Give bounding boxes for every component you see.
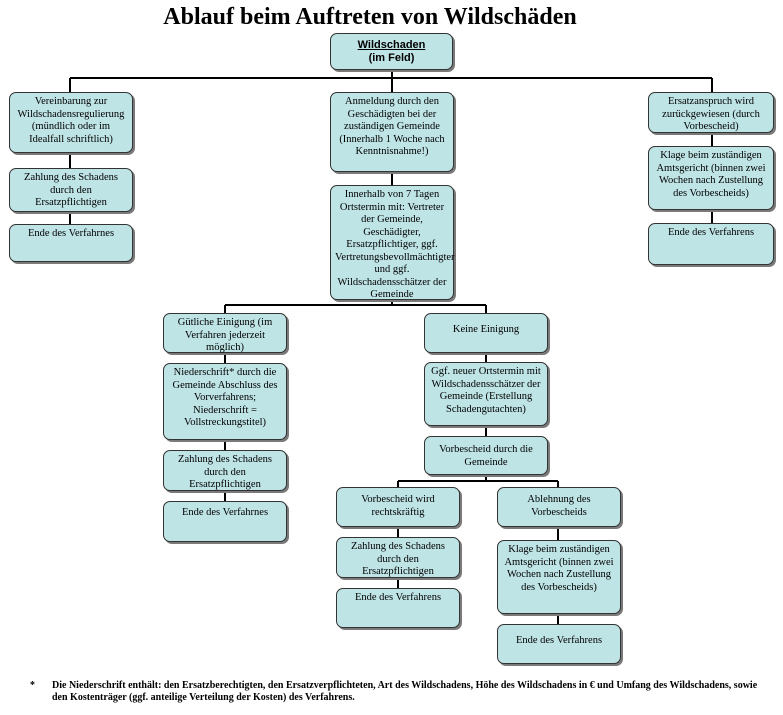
box-ende-links: Ende des Verfahrnes xyxy=(9,224,133,262)
footnote-marker: * xyxy=(30,680,35,691)
box-ende-rechts: Ende des Verfahrens xyxy=(648,223,774,265)
box-klage-rechts: Klage beim zuständigen Amtsgericht (binn… xyxy=(648,146,774,210)
box-vereinbarung: Vereinbarung zur Wildschadensregulierung… xyxy=(9,92,133,153)
box-wildschaden-subtitle: (im Feld) xyxy=(368,52,415,64)
box-wildschaden: Wildschaden (im Feld) xyxy=(330,33,453,70)
box-keine-einigung: Keine Einigung xyxy=(424,313,548,353)
box-ende-unten: Ende des Verfahrens xyxy=(336,588,460,628)
box-guetliche-einigung: Gütliche Einigung (im Verfahren jederzei… xyxy=(163,313,287,353)
box-ortstermin: Innerhalb von 7 Tagen Ortstermin mit: Ve… xyxy=(330,185,455,300)
box-ende-unten-rechts: Ende des Verfahrens xyxy=(497,624,621,664)
box-ablehnung: Ablehnung des Vorbescheids xyxy=(497,487,621,527)
box-zahlung-unten: Zahlung des Schadens durch den Ersatzpfl… xyxy=(336,537,460,578)
box-anmeldung: Anmeldung durch den Geschädigten bei der… xyxy=(330,92,454,172)
box-zahlung-mitte: Zahlung des Schadens durch den Ersatzpfl… xyxy=(163,450,287,491)
box-zahlung-links: Zahlung des Schadens durch den Ersatzpfl… xyxy=(9,168,133,212)
diagram-title: Ablauf beim Auftreten von Wildschäden xyxy=(163,4,577,30)
box-ende-mitte: Ende des Verfahrnes xyxy=(163,501,287,542)
box-ersatzanspruch: Ersatzanspruch wird zurückgewiesen (durc… xyxy=(648,92,774,133)
box-neuer-ortstermin: Ggf. neuer Ortstermin mit Wildschadenssc… xyxy=(424,362,548,426)
box-klage-unten: Klage beim zuständigen Amtsgericht (binn… xyxy=(497,540,621,614)
box-vorbescheid: Vorbescheid durch die Gemeinde xyxy=(424,436,548,475)
footnote-text: Die Niederschrift enthält: den Ersatzber… xyxy=(52,680,758,703)
box-vorbescheid-rechtskraeftig: Vorbescheid wird rechtskräftig xyxy=(336,487,460,527)
box-wildschaden-title: Wildschaden xyxy=(357,39,426,51)
box-niederschrift: Niederschrift* durch die Gemeinde Abschl… xyxy=(163,363,287,440)
